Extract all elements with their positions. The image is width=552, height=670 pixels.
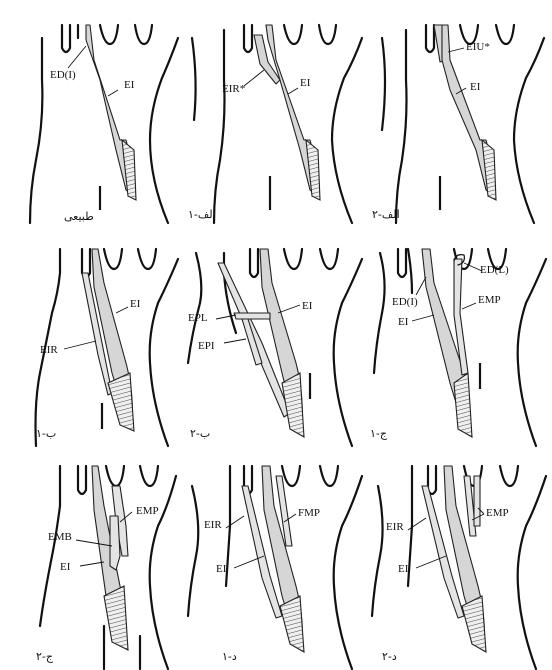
muscle-belly (104, 586, 128, 650)
caption-alef1: الف-۱ (188, 208, 216, 221)
label-emp: EMP (136, 505, 159, 517)
label-emp: EMP (486, 507, 509, 519)
label-ed-i: ED(I) (50, 69, 76, 81)
muscle-belly (282, 373, 304, 437)
caption-normal: طبیعی (64, 210, 94, 223)
label-ei: EI (130, 298, 141, 310)
label-ed-l: ED(L) (480, 264, 509, 276)
label-ei: EI (300, 77, 311, 89)
tendon-emb (110, 516, 120, 570)
tendon-bridge (234, 313, 270, 319)
label-eir: EIR (386, 521, 404, 533)
muscle-belly (454, 373, 472, 437)
label-epl: EPL (188, 312, 208, 324)
panel-alef1: EIR* EI الف-۱ (184, 0, 368, 223)
label-ei: EI (216, 563, 227, 575)
label-ei: EI (60, 561, 71, 573)
label-eiu-star: EIU* (466, 41, 490, 53)
caption-alef2: الف-۲ (372, 208, 400, 221)
label-ei: EI (302, 300, 313, 312)
caption-jim2: ج-۲ (36, 650, 54, 663)
label-epi: EPI (198, 340, 215, 352)
label-ei: EI (470, 81, 481, 93)
label-eir: EIR (204, 519, 222, 531)
caption-be2: ب-۲ (190, 427, 210, 440)
label-fmp: FMP (298, 507, 320, 519)
hand-outline (30, 25, 178, 223)
hand-outline (382, 25, 544, 223)
panel-jim1: ED(L) ED(I) EMP EI ج-۱ (368, 223, 552, 446)
panel-dal2: EIR EMP EI د-۲ (368, 446, 552, 669)
panel-alef2: EIU* EI الف-۲ (368, 0, 552, 223)
label-ei: EI (124, 79, 135, 91)
caption-dal1: د-۱ (222, 650, 237, 663)
muscle-belly (462, 596, 486, 652)
label-ei: EI (398, 316, 409, 328)
muscle-belly (108, 373, 134, 431)
hand-outline (188, 466, 362, 669)
panel-jim2: EMP EMB EI ج-۲ (0, 446, 184, 669)
label-emb: EMB (48, 531, 72, 543)
caption-dal2: د-۲ (382, 650, 397, 663)
label-emp: EMP (478, 294, 501, 306)
caption-jim1: ج-۱ (370, 427, 388, 440)
muscle-belly (280, 596, 304, 652)
label-ei: EI (398, 563, 409, 575)
label-eir: EIR (40, 344, 58, 356)
caption-be1: ب-۱ (36, 427, 56, 440)
label-eir-star: EIR* (222, 83, 245, 95)
panel-be1: EI EIR ب-۱ (0, 223, 184, 446)
panel-dal1: EIR FMP EI د-۱ (184, 446, 368, 669)
panel-be2: EI EPL EPI ب-۲ (184, 223, 368, 446)
label-ed-i: ED(I) (392, 296, 418, 308)
hand-outline (192, 25, 362, 223)
panel-normal: ED(I) EI طبیعی (0, 0, 184, 223)
